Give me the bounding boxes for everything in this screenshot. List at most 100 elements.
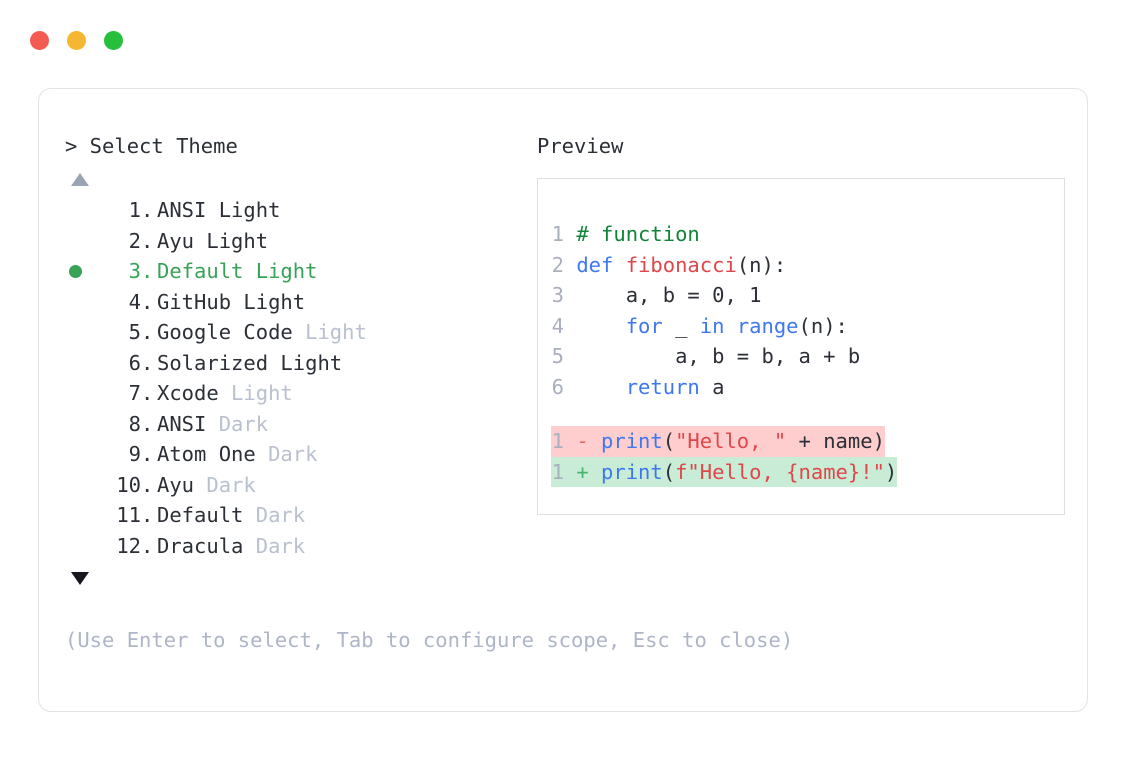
theme-item-name: Xcode	[157, 381, 219, 405]
theme-item-mode-suffix: Dark	[255, 442, 318, 466]
code-line: 4 for _ in range(n):	[551, 311, 897, 342]
theme-item-index-dot: .	[141, 228, 166, 253]
theme-item-name: Ayu	[157, 472, 195, 497]
window-controls	[30, 31, 123, 50]
line-number: 5	[551, 344, 564, 368]
line-number-gap	[564, 314, 576, 338]
theme-item-index-dot: .	[141, 442, 166, 466]
theme-item-name: GitHub Light	[157, 289, 306, 314]
theme-item-index: 9	[128, 442, 141, 466]
line-number-gap	[564, 253, 576, 277]
theme-list-item[interactable]: 5. Google Code Light	[65, 320, 535, 351]
theme-list-item[interactable]: 10. Ayu Dark	[65, 473, 535, 504]
theme-item-index-dot: .	[141, 289, 166, 314]
preview-title: Preview	[537, 134, 624, 158]
theme-item-mode-suffix: Light	[292, 320, 367, 344]
theme-list-item[interactable]: 2. Ayu Light	[65, 229, 535, 260]
code-line: 1 # function	[551, 219, 897, 250]
code-token	[724, 314, 736, 338]
theme-item-index: 7	[128, 381, 141, 405]
scroll-down-icon[interactable]	[71, 572, 89, 585]
line-number: 4	[551, 313, 564, 338]
maximize-window-button[interactable]	[104, 31, 123, 50]
line-number: 1	[551, 429, 564, 453]
code-line: 3 a, b = 0, 1	[551, 280, 897, 311]
code-token: (	[662, 429, 676, 453]
theme-item-index: 10	[116, 472, 141, 497]
theme-item-index: 3	[128, 259, 141, 283]
diff-removed-line: 1 - print("Hello, " + name)	[551, 426, 885, 457]
diff-marker: -	[564, 429, 602, 453]
line-number: 3	[551, 283, 564, 307]
theme-list-item[interactable]: 11. Default Dark	[65, 503, 535, 534]
theme-list-item[interactable]: 8. ANSI Dark	[65, 412, 535, 443]
theme-item-index: 4	[128, 289, 141, 314]
code-token: )	[884, 459, 898, 484]
code-line: 2 def fibonacci(n):	[551, 250, 897, 281]
theme-list-item[interactable]: 3. Default Light	[65, 259, 535, 290]
theme-item-index: 11	[116, 503, 141, 527]
code-token: for	[625, 313, 663, 338]
theme-item-index: 12	[116, 533, 141, 558]
code-token: print	[601, 459, 663, 484]
theme-item-index-dot: .	[141, 411, 166, 436]
theme-item-mode-suffix: Dark	[206, 411, 269, 436]
code-token: fibonacci	[625, 252, 737, 277]
theme-item-index-dot: .	[141, 533, 166, 558]
theme-item-mode-suffix: Dark	[194, 472, 256, 497]
theme-item-index-dot: .	[141, 381, 166, 405]
code-diff-separator	[551, 402, 897, 426]
code-token: return	[625, 374, 700, 399]
theme-item-index: 5	[128, 320, 141, 344]
theme-list-item[interactable]: 12. Dracula Dark	[65, 534, 535, 565]
theme-item-index-dot: .	[141, 198, 166, 222]
theme-item-index-dot: .	[141, 259, 166, 283]
code-token: # function	[576, 222, 700, 246]
code-token: (n):	[798, 313, 848, 338]
code-token: a	[699, 374, 725, 399]
code-token: def	[576, 252, 626, 277]
select-theme-title: > Select Theme	[65, 134, 238, 158]
close-window-button[interactable]	[30, 31, 49, 50]
line-number: 6	[551, 374, 564, 399]
code-token: in	[699, 313, 725, 338]
theme-item-index: 6	[128, 350, 141, 375]
theme-item-name: Default	[157, 503, 244, 527]
minimize-window-button[interactable]	[67, 31, 86, 50]
diff-marker: +	[564, 459, 602, 484]
theme-item-index-dot: .	[141, 350, 166, 375]
theme-list-item[interactable]: 6. Solarized Light	[65, 351, 535, 382]
code-token: (n):	[736, 252, 787, 277]
line-number-gap	[564, 375, 576, 399]
diff-added-line: 1 + print(f"Hello, {name}!")	[551, 456, 898, 487]
line-number-gap	[564, 344, 576, 368]
theme-list-item[interactable]: 4. GitHub Light	[65, 290, 535, 321]
line-number-gap	[564, 222, 576, 246]
code-line: 5 a, b = b, a + b	[551, 341, 897, 372]
code-token: (	[662, 459, 676, 484]
theme-list-item[interactable]: 7. Xcode Light	[65, 381, 535, 412]
theme-item-name: ANSI	[157, 411, 207, 436]
theme-list-item[interactable]: 9. Atom One Dark	[65, 442, 535, 473]
keyboard-hint: (Use Enter to select, Tab to configure s…	[65, 628, 794, 652]
code-token: print	[601, 429, 663, 453]
theme-item-name: Dracula	[157, 533, 244, 558]
code-token	[576, 375, 625, 399]
theme-list-item[interactable]: 1. ANSI Light	[65, 198, 535, 229]
line-number: 2	[551, 252, 564, 277]
theme-item-index-dot: .	[141, 472, 166, 497]
code-token	[576, 314, 625, 338]
theme-item-name: Atom One	[157, 442, 256, 466]
scroll-up-icon[interactable]	[71, 173, 89, 186]
theme-item-name: Ayu Light	[157, 228, 269, 253]
theme-item-index: 1	[128, 198, 141, 222]
theme-item-index: 2	[128, 228, 141, 253]
theme-item-index-dot: .	[141, 503, 166, 527]
code-token: range	[736, 313, 799, 338]
theme-item-mode-suffix: Dark	[243, 503, 306, 527]
